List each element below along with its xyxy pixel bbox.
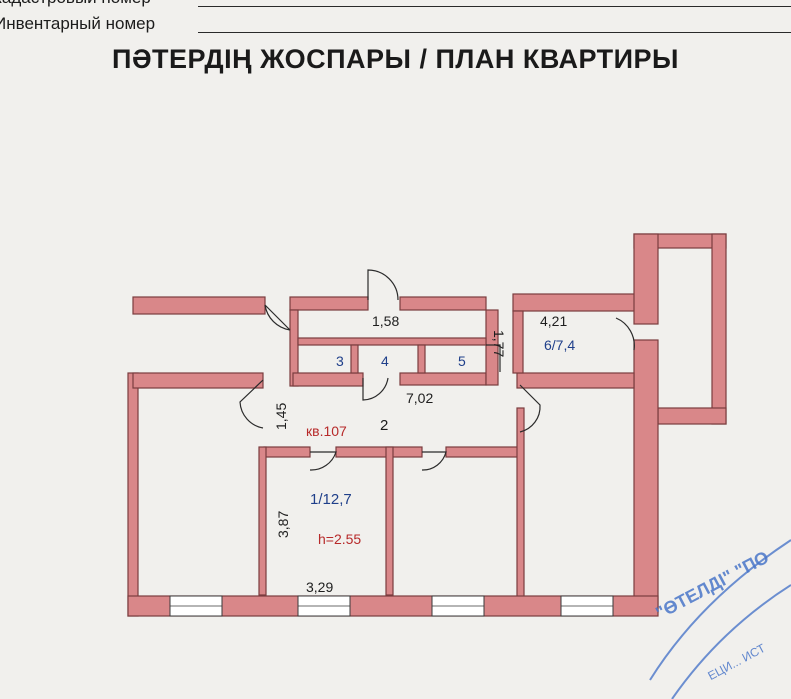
wall-room-top-c (445, 446, 523, 458)
walls (127, 233, 727, 617)
wall-service-mid (297, 337, 487, 346)
wall-balcony-bottom (657, 407, 727, 425)
door-balcony (615, 317, 635, 351)
dim-1-58: 1,58 (372, 313, 399, 329)
ceiling-height: h=2.55 (318, 531, 361, 547)
cadastral-label: Кадастровый номер (0, 0, 151, 8)
doors (239, 269, 635, 471)
door-room-middle (421, 451, 447, 471)
plan-title: ПӘТЕРДІҢ ЖОСПАРЫ / ПЛАН КВАРТИРЫ (112, 44, 679, 74)
cadastral-rule (198, 6, 791, 7)
wall-service-bottom-b (399, 372, 487, 386)
dim-1-45: 1,45 (273, 403, 289, 430)
room-5-label: 5 (458, 353, 466, 369)
room-3-label: 3 (336, 353, 344, 369)
dim-4-21: 4,21 (540, 313, 567, 329)
room-6-label: 6/7,4 (544, 337, 575, 353)
wall-room1-top-a (263, 446, 311, 458)
door-room-right (519, 384, 541, 433)
door-room1 (309, 451, 337, 471)
wall-mid-left (132, 372, 264, 389)
dim-1-77: 1,77 (491, 330, 507, 357)
dim-3-87: 3,87 (275, 511, 291, 538)
wall-left (127, 372, 139, 617)
apartment-label: кв.107 (306, 423, 347, 439)
dim-7-02: 7,02 (406, 390, 433, 406)
room-2-label: 2 (380, 417, 388, 434)
wall-room1-top-b (335, 446, 423, 458)
wall-partition-3-4 (350, 344, 359, 374)
wall-room6-left (512, 310, 524, 374)
stamp-outline (649, 539, 791, 699)
room-1-label: 1/12,7 (310, 491, 352, 508)
wall-room1-right (385, 446, 394, 596)
inventory-rule (198, 32, 791, 33)
wall-bottom (127, 595, 659, 617)
wall-service-top-b (399, 296, 487, 311)
room-4-label: 4 (381, 353, 389, 369)
wall-room1-left (258, 446, 267, 596)
dim-3-29: 3,29 (306, 579, 333, 595)
wall-balcony-left (633, 233, 659, 325)
door-service-top (367, 269, 399, 301)
door-room5 (486, 344, 501, 372)
wall-service-top-a (289, 296, 369, 311)
wall-room-right (516, 407, 525, 599)
wall-mid-right (516, 372, 635, 389)
wall-right (633, 339, 659, 613)
wall-top-right (512, 293, 646, 312)
door-hall-left (239, 379, 264, 429)
door-room4 (362, 377, 389, 401)
inventory-label: Инвентарный номер (0, 14, 156, 33)
wall-partition-4-5 (417, 344, 426, 374)
wall-balcony-right (711, 233, 727, 425)
wall-service-right (485, 309, 499, 386)
wall-service-bottom-a (292, 372, 364, 387)
wall-top-left (132, 296, 266, 315)
door-entrance (264, 304, 291, 331)
